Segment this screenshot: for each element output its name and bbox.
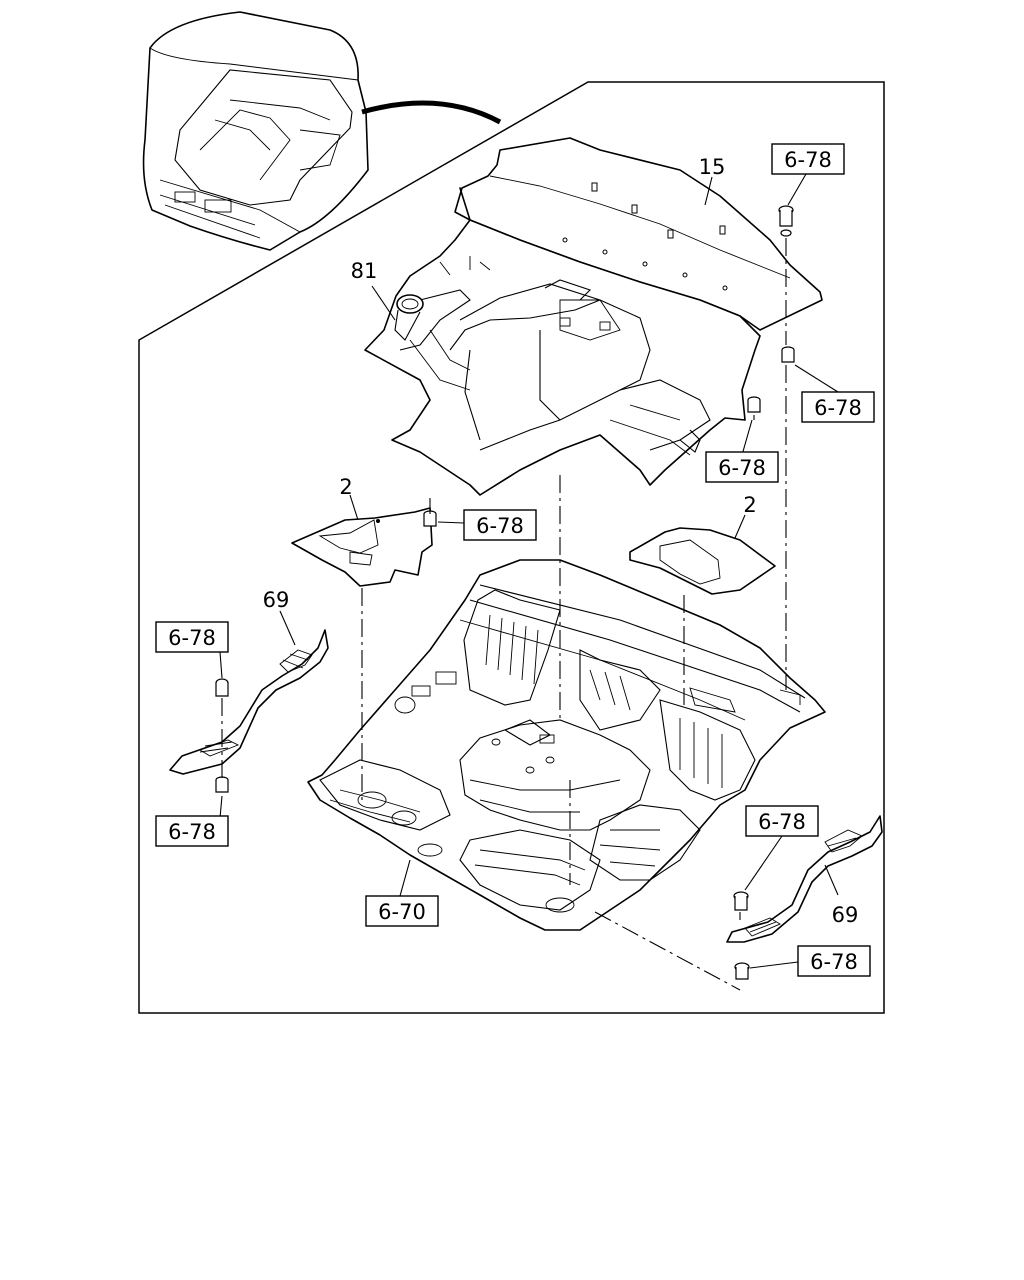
callout-label: 6-78 [718,456,766,480]
dash-panel-81 [364,187,761,496]
callout-label: 6-70 [378,900,426,924]
clip-fastener [778,205,794,237]
part-number-69-left: 69 [263,588,290,612]
callout-label: 6-78 [168,626,216,650]
callout-label: 6-78 [810,950,858,974]
part-number-2-left: 2 [339,475,352,499]
callout-6-78-bottom-right: 6-78 [797,945,871,977]
part-number-81: 81 [351,259,378,283]
assembly-lines [221,238,787,991]
part-number-2-right: 2 [743,493,756,517]
clip-fastener [215,678,229,697]
callout-6-70-floor-panel: 6-70 [365,895,439,927]
callout-6-78-right-mid: 6-78 [705,451,779,483]
callout-6-78-left-lower: 6-78 [155,815,229,847]
clip-fastener [781,346,795,363]
callout-6-78-right-lower: 6-78 [745,805,819,837]
thumbnail-pointer-arrow [361,100,502,125]
main-floor-panel [307,559,826,931]
callout-label: 6-78 [476,514,524,538]
callout-6-78-right-upper: 6-78 [801,391,875,423]
callout-label: 6-78 [814,396,862,420]
clip-fastener [733,891,749,911]
insulator-pad-2-right [629,527,776,595]
callout-6-78-left-upper: 6-78 [155,621,229,653]
callout-6-78-top-right: 6-78 [771,143,845,175]
scuff-plate-69-left [169,629,329,775]
callout-label: 6-78 [168,820,216,844]
callout-label: 6-78 [758,810,806,834]
callout-label: 6-78 [784,148,832,172]
leader-lines [219,173,839,969]
clip-fastener [734,962,750,980]
insulator-pad-2-left [291,507,433,587]
clip-fastener [215,776,229,793]
scuff-plate-69-right [726,815,883,943]
fasteners [215,205,795,980]
part-number-69-right: 69 [832,903,859,927]
part-number-15: 15 [699,155,726,179]
diagram-frame [138,81,885,1014]
clip-fastener [747,396,761,413]
vehicle-overview-thumbnail [142,11,369,251]
callout-6-78-center: 6-78 [463,509,537,541]
